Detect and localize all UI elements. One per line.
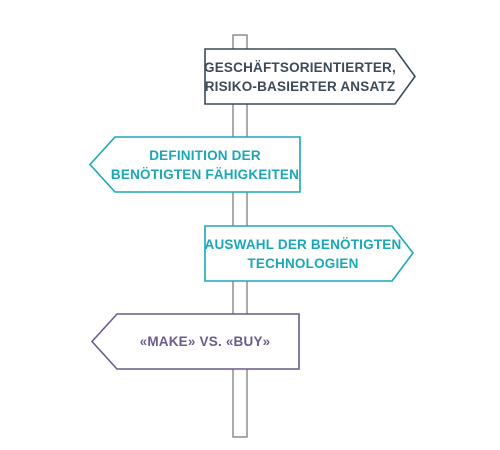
sign-label-line-1: AUSWAHL DER BENÖTIGTEN bbox=[205, 237, 402, 252]
sign-arrow-shape bbox=[90, 313, 300, 370]
sign-required-capabilities: DEFINITION DER BENÖTIGTEN FÄHIGKEITEN bbox=[88, 136, 301, 193]
sign-label-line-1: GESCHÄFTSORIENTIERTER, bbox=[204, 60, 396, 75]
sign-technology-selection: AUSWAHL DER BENÖTIGTEN TECHNOLOGIEN bbox=[204, 225, 415, 282]
sign-arrow-shape bbox=[204, 48, 416, 105]
sign-make-vs-buy: «MAKE» VS. «BUY» bbox=[90, 313, 300, 370]
sign-label-line-2: BENÖTIGTEN FÄHIGKEITEN bbox=[111, 167, 299, 182]
sign-arrow-shape bbox=[204, 225, 415, 282]
sign-label-line-1: DEFINITION DER bbox=[149, 148, 261, 163]
sign-label-line-2: RISIKO-BASIERTER ANSATZ bbox=[205, 79, 396, 94]
sign-label-line-1: «MAKE» VS. «BUY» bbox=[140, 334, 271, 349]
sign-business-risk-approach: GESCHÄFTSORIENTIERTER, RISIKO-BASIERTER … bbox=[204, 48, 416, 105]
sign-label-line-2: TECHNOLOGIEN bbox=[247, 256, 358, 271]
sign-arrow-shape bbox=[88, 136, 301, 193]
